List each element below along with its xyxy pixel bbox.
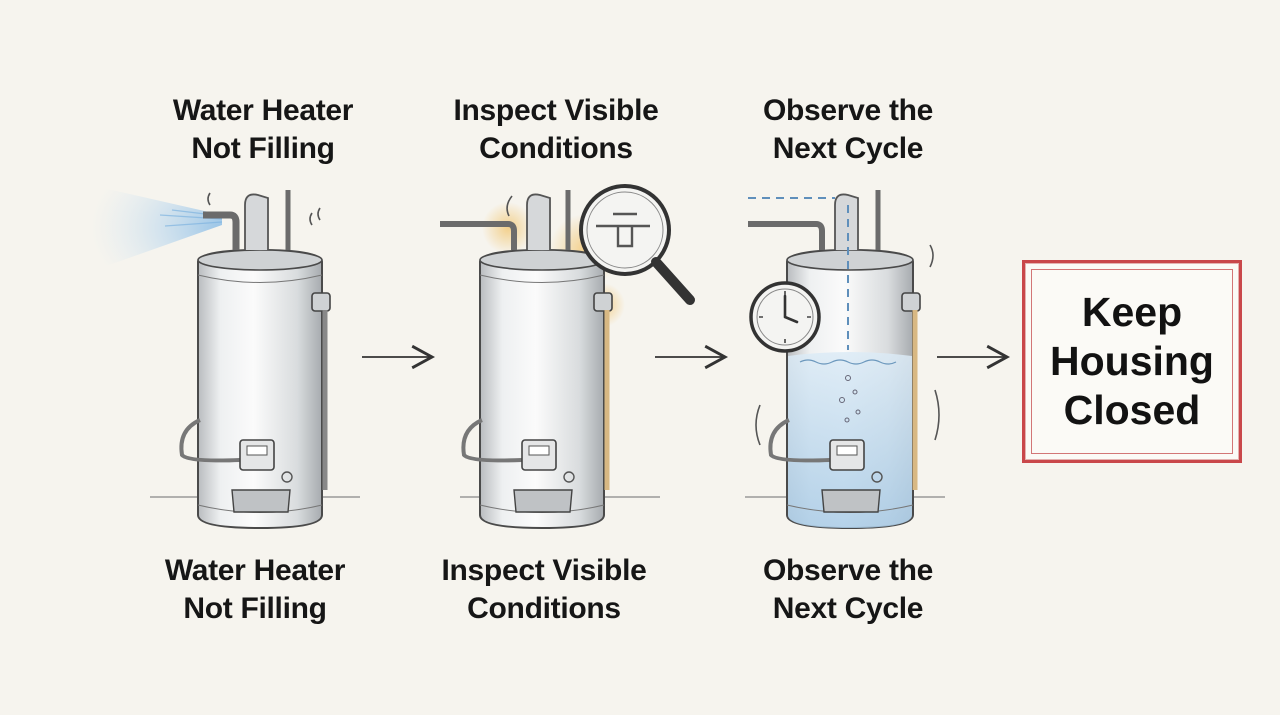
step-1-title-bottom-line-1: Water Heater (164, 554, 346, 587)
callout-inner-border (1031, 269, 1233, 454)
step-1-title-top-line-2: Not Filling (191, 132, 335, 165)
step-1-title-top-line-1: Water Heater (172, 94, 354, 127)
water-heater-icon (90, 185, 360, 530)
step-1-title-bottom-line-2: Not Filling (183, 592, 327, 625)
water-heater-icon (745, 190, 945, 530)
step-2-title-top-line-2: Conditions (479, 132, 633, 165)
callout-line-2: Housing (1050, 338, 1214, 384)
step-2-title-top: Inspect Visible Conditions (426, 92, 686, 168)
step-3-title-bottom: Observe the Next Cycle (718, 552, 978, 628)
keep-housing-closed-box: Keep Housing Closed (1022, 260, 1242, 463)
step-1-title-bottom: Water Heater Not Filling (125, 552, 385, 628)
step-3-title-bottom-line-1: Observe the (762, 554, 934, 587)
step-3-title-top-line-2: Next Cycle (772, 132, 924, 165)
clock-icon (749, 281, 821, 353)
step-2-title-top-line-1: Inspect Visible (453, 94, 659, 127)
step-3-title-bottom-line-2: Next Cycle (772, 592, 924, 625)
callout-line-3: Closed (1063, 387, 1201, 433)
step-2-title-bottom-line-2: Conditions (467, 592, 621, 625)
step-3-title-top: Observe the Next Cycle (718, 92, 978, 168)
magnifying-glass-icon (579, 184, 695, 305)
step-2-title-bottom-line-1: Inspect Visible (441, 554, 647, 587)
callout-line-1: Keep (1081, 289, 1183, 335)
step-1-title-top: Water Heater Not Filling (133, 92, 393, 168)
water-spray-icon (90, 185, 222, 270)
step-3-title-top-line-1: Observe the (762, 94, 934, 127)
step-2-title-bottom: Inspect Visible Conditions (414, 552, 674, 628)
